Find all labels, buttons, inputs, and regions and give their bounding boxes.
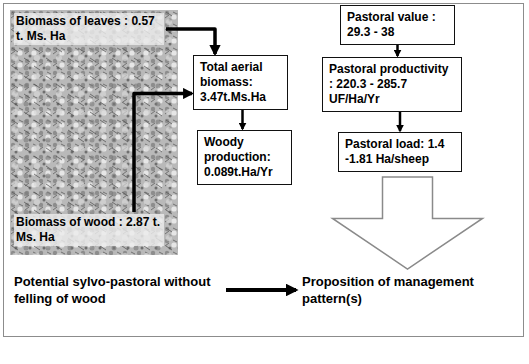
node-text: Biomass of leaves : 0.57 t. Ms. Ha xyxy=(16,14,162,44)
connector-arrow xyxy=(226,288,296,292)
node-text: Woody production: 0.089t.Ha/Yr xyxy=(204,135,285,180)
node-text: Total aerial biomass: 3.47t.Ms.Ha xyxy=(200,60,281,105)
node-text: Pastoral load: 1.4 -1.81 Ha/sheep xyxy=(345,137,455,167)
result-box: Total aerial biomass: 3.47t.Ms.Ha xyxy=(193,55,288,110)
result-box: Woody production: 0.089t.Ha/Yr xyxy=(197,130,292,185)
node-text: Biomass of wood : 2.87 t. Ms. Ha xyxy=(16,215,162,245)
connector-arrow xyxy=(134,94,192,213)
value-box: Pastoral value : 29.3 - 38 xyxy=(340,5,455,45)
connector-arrow xyxy=(396,45,399,56)
node-text: Proposition of management pattern(s) xyxy=(302,273,513,307)
conclusion-text: Proposition of management pattern(s) xyxy=(300,272,515,308)
value-box: Pastoral productivity : 220.3 - 285.7 UF… xyxy=(322,57,462,112)
connector-arrow xyxy=(241,110,244,129)
photo-label: Biomass of wood : 2.87 t. Ms. Ha xyxy=(14,214,164,246)
node-text: Potential sylvo-pastoral without felling… xyxy=(14,273,220,307)
connector-arrow xyxy=(333,177,483,269)
node-text: Pastoral value : 29.3 - 38 xyxy=(347,10,448,40)
node-text: Pastoral productivity : 220.3 - 285.7 UF… xyxy=(329,62,455,107)
value-box: Pastoral load: 1.4 -1.81 Ha/sheep xyxy=(338,132,462,172)
connector-arrow xyxy=(399,112,402,131)
conclusion-text: Potential sylvo-pastoral without felling… xyxy=(12,272,222,308)
photo-label: Biomass of leaves : 0.57 t. Ms. Ha xyxy=(14,13,164,45)
connector-arrow xyxy=(166,29,215,54)
